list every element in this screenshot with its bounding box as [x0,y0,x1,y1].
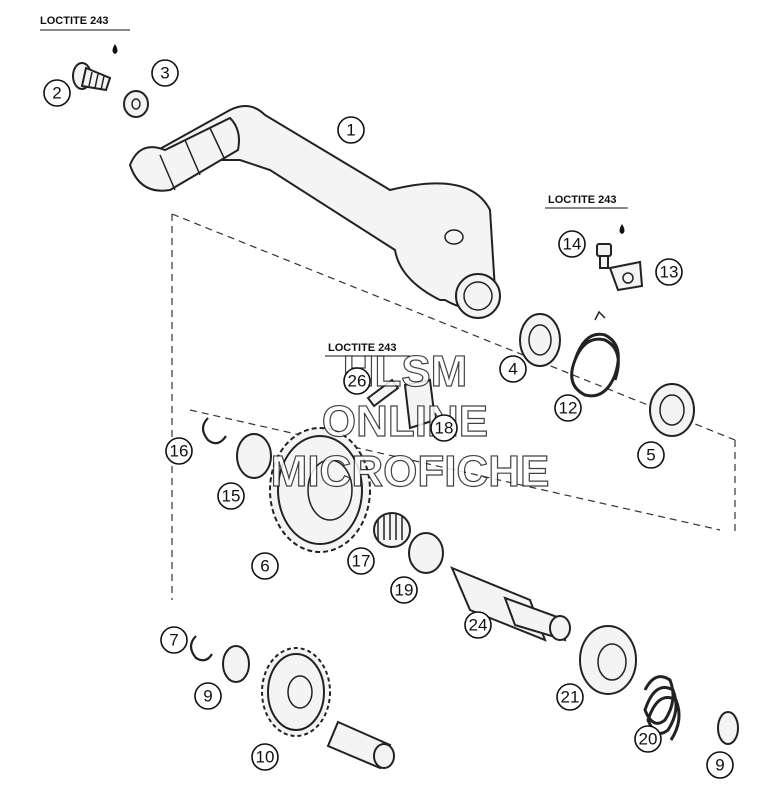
svg-text:21: 21 [561,688,580,707]
circlip-part-7 [189,635,213,662]
idler-gear-part-10 [261,647,331,737]
svg-text:16: 16 [170,442,189,461]
screw-part-26 [366,378,400,408]
callout-9-left: 9 [194,682,222,710]
needle-bearing-part-17 [373,512,411,548]
callout-9-right: 9 [706,751,734,779]
callout-13: 13 [655,258,683,286]
svg-text:10: 10 [256,748,275,767]
callout-1: 1 [337,116,365,144]
bolt-part-14 [596,243,612,269]
watermark: HLSM ONLINE MICROFICHE [270,346,550,496]
callout-20: 20 [634,725,662,753]
svg-text:2: 2 [52,84,61,103]
spring-part-12 [570,310,620,398]
gear-part-6 [269,427,371,553]
svg-text:9: 9 [203,687,212,706]
svg-text:3: 3 [160,64,169,83]
assembly-guide-lines [171,213,736,600]
callout-24: 24 [464,611,492,639]
ratchet-gear-part-21 [579,625,637,695]
svg-text:1: 1 [346,121,355,140]
callout-2: 2 [43,79,71,107]
callout-16: 16 [165,437,193,465]
circlip-part-16 [201,417,227,445]
svg-text:14: 14 [563,235,582,254]
washer-part-4 [519,313,561,367]
callout-5: 5 [637,441,665,469]
callout-19: 19 [390,576,418,604]
callout-14: 14 [558,230,586,258]
svg-text:ONLINE: ONLINE [322,397,488,446]
svg-text:12: 12 [559,399,578,418]
callout-17: 17 [347,547,375,575]
callout-18: 18 [430,414,458,442]
loctite-label-center: LOCTITE 243 [325,342,410,357]
screw-part [72,62,112,92]
washer-part-15 [236,433,272,479]
svg-text:6: 6 [260,557,269,576]
loctite-label-right: LOCTITE 243 [545,194,628,234]
callout-21: 21 [556,683,584,711]
svg-text:4: 4 [508,360,517,379]
washer-part-5 [649,383,695,437]
callout-15: 15 [217,482,245,510]
loctite-label-top-left: LOCTITE 243 [40,15,130,54]
callout-6: 6 [251,552,279,580]
svg-text:15: 15 [222,487,241,506]
svg-text:9: 9 [715,756,724,775]
kickstart-shaft-part-24 [450,566,571,642]
svg-text:13: 13 [660,263,679,282]
svg-text:LOCTITE 243: LOCTITE 243 [40,15,108,27]
pin-part [326,720,395,770]
callout-7: 7 [160,626,188,654]
callout-4: 4 [499,355,527,383]
washer-part-9-left [222,645,250,683]
svg-text:24: 24 [469,616,488,635]
svg-text:LOCTITE 243: LOCTITE 243 [328,342,396,354]
svg-text:LOCTITE 243: LOCTITE 243 [548,194,616,206]
washer-part-3 [123,90,149,118]
kickstart-lever-part [128,105,501,319]
svg-text:26: 26 [348,372,367,391]
spring-part-20 [643,675,681,741]
callout-3: 3 [151,59,179,87]
callout-10: 10 [251,743,279,771]
svg-text:MICROFICHE: MICROFICHE [271,447,550,496]
svg-text:17: 17 [352,552,371,571]
svg-text:5: 5 [646,446,655,465]
washer-part-9-right [717,711,739,745]
svg-text:18: 18 [435,419,454,438]
callout-12: 12 [554,394,582,422]
svg-text:19: 19 [395,581,414,600]
bracket-part-13 [608,260,644,292]
washer-part-19 [408,532,444,574]
callout-26: 26 [343,367,371,395]
svg-text:20: 20 [639,730,658,749]
svg-text:7: 7 [169,631,178,650]
